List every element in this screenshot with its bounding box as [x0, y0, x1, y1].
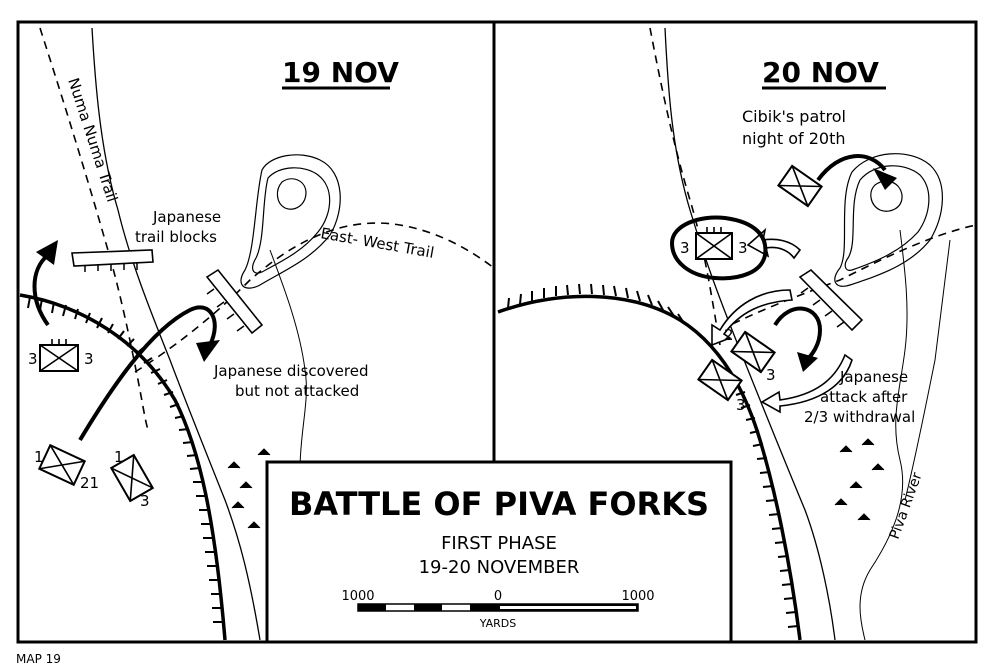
map-title: BATTLE OF PIVA FORKS — [289, 485, 709, 523]
left-unit-1-3-right-label: 3 — [140, 492, 150, 510]
left-hill-contour-outer — [240, 154, 341, 289]
right-unit-2-3 — [729, 330, 777, 374]
left-numa-numa-trail-label: Numa Numa Trail — [64, 76, 121, 205]
left-unit-3-3: 3 3 — [28, 339, 94, 372]
right-piva-river-label: Piva River — [887, 470, 926, 541]
left-trail-blocks-label-line1: Japanese — [152, 208, 221, 226]
left-stream — [269, 249, 307, 471]
right-unit-3-3-left-label: 3 — [680, 239, 690, 257]
right-unit-3-3-right-label: 3 — [738, 239, 748, 257]
scale-left-value: 1000 — [341, 589, 374, 604]
right-marsh-symbols — [834, 438, 885, 521]
right-attack-label-line3: 2/3 withdrawal — [804, 408, 915, 426]
map-number-label: MAP 19 — [16, 652, 61, 666]
scale-right-value: 1000 — [621, 589, 654, 604]
left-front-line — [19, 293, 227, 641]
right-unit-2-3-left-label: 2 — [724, 326, 734, 344]
left-unit-3-3-right-label: 3 — [84, 350, 94, 368]
scale-bar: 1000 0 1000 YARDS — [341, 589, 654, 630]
left-unit-1-3-left-label: 1 — [114, 448, 124, 466]
left-hill-contour-middle — [252, 167, 331, 274]
right-hill-contour-outer — [834, 153, 943, 287]
right-attack-label-line2: attack after — [820, 388, 908, 406]
right-numa-numa-trail — [649, 27, 721, 346]
left-date-title: 19 NOV — [282, 56, 399, 89]
left-east-west-trail-label: East- West Trail — [319, 224, 435, 262]
left-note-line2: but not attacked — [235, 382, 359, 400]
map-subtitle: FIRST PHASE — [441, 533, 557, 554]
left-hill-contour-top — [276, 178, 307, 210]
left-unit-1-21-right-label: 21 — [80, 474, 99, 492]
right-panel-frame — [492, 20, 978, 644]
right-panel: 3 3 2 3 3 20 NOV Cibik's patrol night of… — [497, 27, 977, 641]
right-hill-contour-middle — [844, 165, 930, 271]
right-patrol-label-line1: Cibik's patrol — [742, 107, 846, 126]
right-attack-arrows — [773, 154, 897, 372]
right-unit-3 — [696, 358, 744, 402]
left-marsh-symbols — [227, 448, 271, 529]
left-advance-arrows — [32, 240, 220, 442]
left-trail-block-2 — [205, 268, 264, 335]
left-unit-1-3 — [109, 453, 155, 503]
right-patrol-label-line2: night of 20th — [742, 129, 846, 148]
scale-zero-value: 0 — [494, 589, 502, 604]
scale-unit: YARDS — [479, 617, 517, 630]
right-unit-3-right-label: 3 — [736, 396, 746, 414]
left-trail-block-1 — [71, 249, 154, 272]
right-piva-river — [859, 229, 908, 641]
left-unit-1-21-left-label: 1 — [34, 448, 44, 466]
left-east-west-trail — [134, 222, 495, 373]
left-unit-1-21 — [37, 443, 87, 487]
right-piva-river-branch — [904, 239, 951, 501]
right-unit-cibik-patrol — [776, 164, 824, 208]
left-trail-blocks-label-line2: trail blocks — [135, 228, 217, 246]
right-unit-3-3-perimeter: 3 3 — [669, 215, 768, 281]
right-trail-block-1 — [798, 268, 864, 332]
left-unit-3-3-left-label: 3 — [28, 350, 38, 368]
right-attack-label-line1: Japanese — [839, 368, 908, 386]
left-note-line1: Japanese discovered — [213, 362, 369, 380]
map-dates: 19-20 NOVEMBER — [419, 557, 580, 578]
left-numa-numa-trail — [39, 27, 149, 431]
title-box: BATTLE OF PIVA FORKS FIRST PHASE 19-20 N… — [265, 460, 733, 644]
right-unit-2-3-right-label: 3 — [766, 366, 776, 384]
right-date-title: 20 NOV — [762, 56, 879, 89]
right-east-west-trail — [719, 224, 977, 331]
left-coastline — [91, 27, 261, 641]
